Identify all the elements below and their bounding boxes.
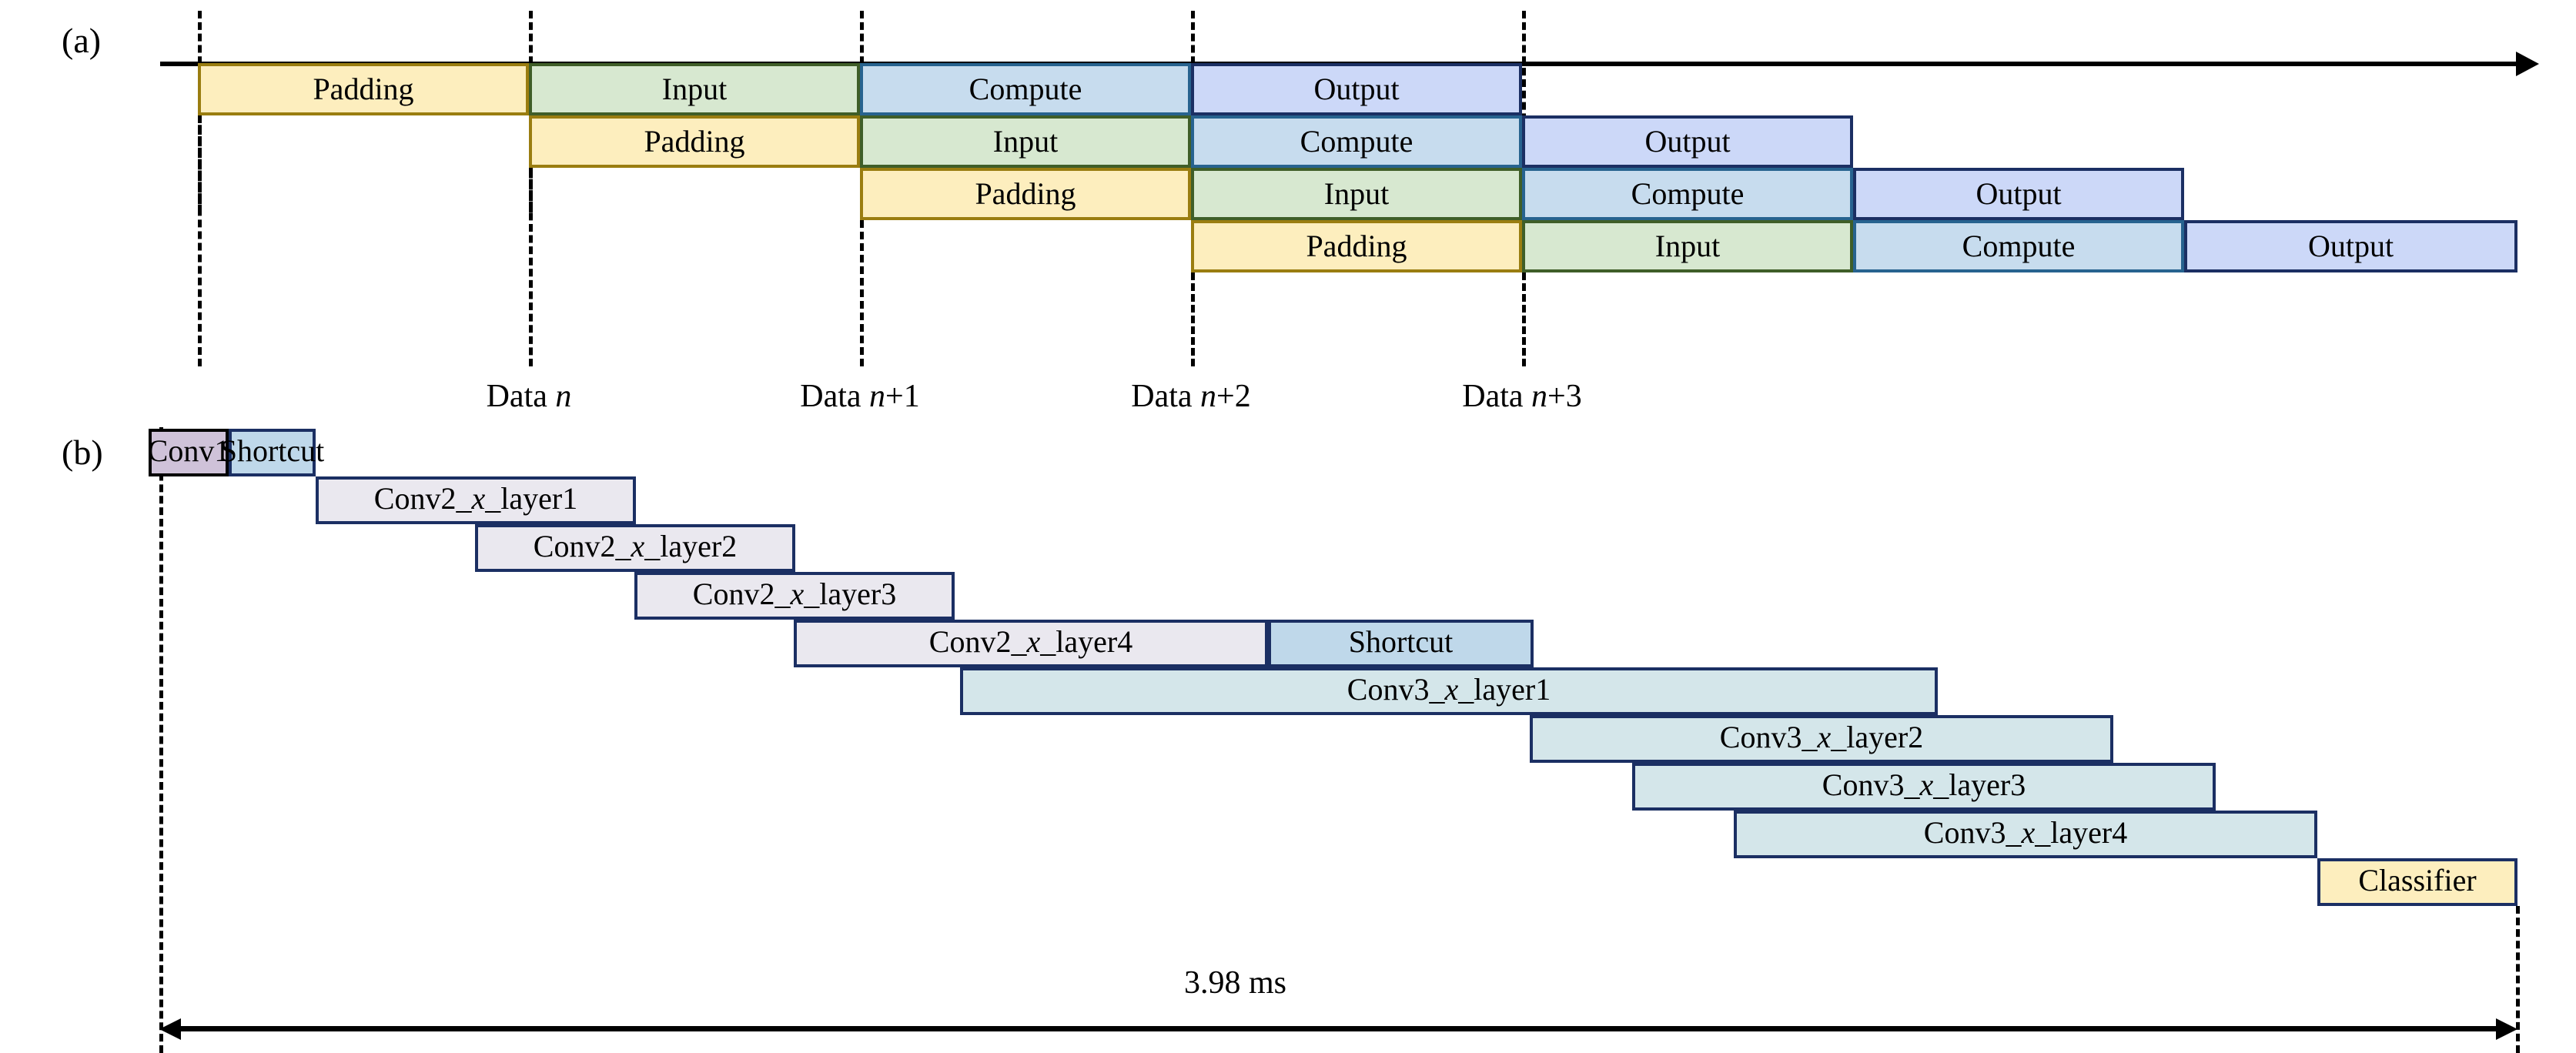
tick-label-suffix: +1	[885, 379, 920, 414]
stage-label: Padding	[644, 124, 745, 159]
layer-box-shortcut-1: Shortcut	[220, 429, 324, 476]
stage-label: Compute	[1962, 229, 2076, 263]
stage-box: Padding	[860, 168, 1191, 220]
layer-box-conv3-layer4: Conv3_x_layer4	[1734, 811, 2317, 858]
tick-line-4	[1522, 272, 1526, 366]
layer-box-conv3-layer1: Conv3_x_layer1	[960, 667, 1938, 715]
layer-label: Conv2_x_layer2	[533, 529, 738, 563]
layer-label: Conv3_x_layer4	[1923, 815, 2128, 850]
time-axis-arrowhead	[2516, 52, 2539, 76]
layer-box-shortcut-2: Shortcut	[1268, 620, 1534, 667]
stage-box: Output	[1191, 63, 1522, 115]
layer-label: Conv1	[147, 433, 230, 468]
stage-box: Compute	[860, 63, 1191, 115]
stage-box: Padding	[529, 115, 860, 168]
layer-label: Conv3_x_layer2	[1719, 720, 1924, 754]
tick-label-data-n: Data n	[375, 380, 683, 413]
tick-label-data-n3: Data n+3	[1368, 380, 1676, 413]
tick-label-suffix: +3	[1547, 379, 1582, 414]
stage-label: Padding	[975, 176, 1076, 211]
guide-line-4	[1522, 11, 1526, 212]
stage-box: Input	[1191, 168, 1522, 220]
layer-box-conv2-layer1: Conv2_x_layer1	[316, 476, 636, 524]
layer-label: Shortcut	[219, 433, 325, 468]
tick-label-base: Data	[1131, 379, 1193, 414]
layer-box-conv2-layer3: Conv2_x_layer3	[634, 572, 955, 620]
stage-box: Padding	[1191, 220, 1522, 272]
stage-box: Compute	[1191, 115, 1522, 168]
tick-label-data-n2: Data n+2	[1037, 380, 1345, 413]
tick-label-base: Data	[1462, 379, 1524, 414]
layer-label: Conv3_x_layer3	[1822, 767, 2026, 802]
stage-label: Output	[1313, 72, 1400, 106]
tick-line-2	[860, 220, 864, 366]
stage-box: Padding	[198, 63, 529, 115]
layer-label: Conv2_x_layer3	[692, 577, 897, 611]
stage-label: Compute	[969, 72, 1082, 106]
layer-box-classifier: Classifier	[2317, 858, 2517, 906]
stage-box: Input	[529, 63, 860, 115]
layer-box-conv3-layer2: Conv3_x_layer2	[1530, 715, 2113, 763]
panel-a-label: (a)	[62, 21, 102, 60]
stage-box: Input	[1522, 220, 1853, 272]
tick-label-data-n1: Data n+1	[706, 380, 1014, 413]
tick-line-1	[529, 168, 533, 366]
stage-label: Input	[992, 124, 1059, 159]
layer-label: Conv2_x_layer4	[928, 624, 1133, 659]
duration-label: 3.98 ms	[1184, 965, 1287, 1001]
stage-label: Compute	[1300, 124, 1413, 159]
stage-label: Input	[1654, 229, 1721, 263]
stage-box: Output	[1522, 115, 1853, 168]
tick-label-var: n	[1531, 379, 1548, 414]
stage-label: Input	[661, 72, 728, 106]
stage-box: Output	[1853, 168, 2184, 220]
layer-label: Classifier	[2358, 863, 2477, 898]
stage-label: Output	[1644, 124, 1731, 159]
duration-arrow-left-head	[159, 1018, 181, 1040]
tick-label-var: n	[1200, 379, 1217, 414]
stage-label: Padding	[1306, 229, 1407, 263]
panel-b-origin-line	[159, 427, 163, 1053]
tick-label-var: n	[869, 379, 886, 414]
duration-arrow-line	[179, 1026, 2497, 1031]
layer-label: Shortcut	[1348, 624, 1454, 659]
tick-line-3	[1191, 272, 1195, 366]
layer-box-conv1: Conv1	[147, 429, 230, 476]
layer-label: Conv2_x_layer1	[373, 481, 578, 516]
stage-label: Compute	[1631, 176, 1745, 211]
tick-label-suffix: +2	[1216, 379, 1251, 414]
layer-box-conv2-layer4: Conv2_x_layer4	[794, 620, 1268, 667]
stage-label: Output	[1975, 176, 2062, 211]
layer-label: Conv3_x_layer1	[1347, 672, 1551, 707]
stage-box: Output	[2184, 220, 2517, 272]
stage-label: Output	[2307, 229, 2394, 263]
stage-label: Input	[1323, 176, 1390, 211]
tick-label-base: Data	[800, 379, 861, 414]
panel-b-end-line	[2516, 906, 2520, 1053]
tick-label-var: n	[555, 379, 572, 414]
panel-b-label: (b)	[62, 433, 103, 472]
tick-line-0	[198, 115, 202, 366]
layer-box-conv3-layer3: Conv3_x_layer3	[1632, 763, 2216, 811]
stage-box: Input	[860, 115, 1191, 168]
layer-box-conv2-layer2: Conv2_x_layer2	[475, 524, 795, 572]
stage-label: Padding	[313, 72, 414, 106]
stage-box: Compute	[1522, 168, 1853, 220]
duration-arrow-right-head	[2496, 1018, 2517, 1040]
tick-label-base: Data	[486, 379, 547, 414]
stage-box: Compute	[1853, 220, 2184, 272]
